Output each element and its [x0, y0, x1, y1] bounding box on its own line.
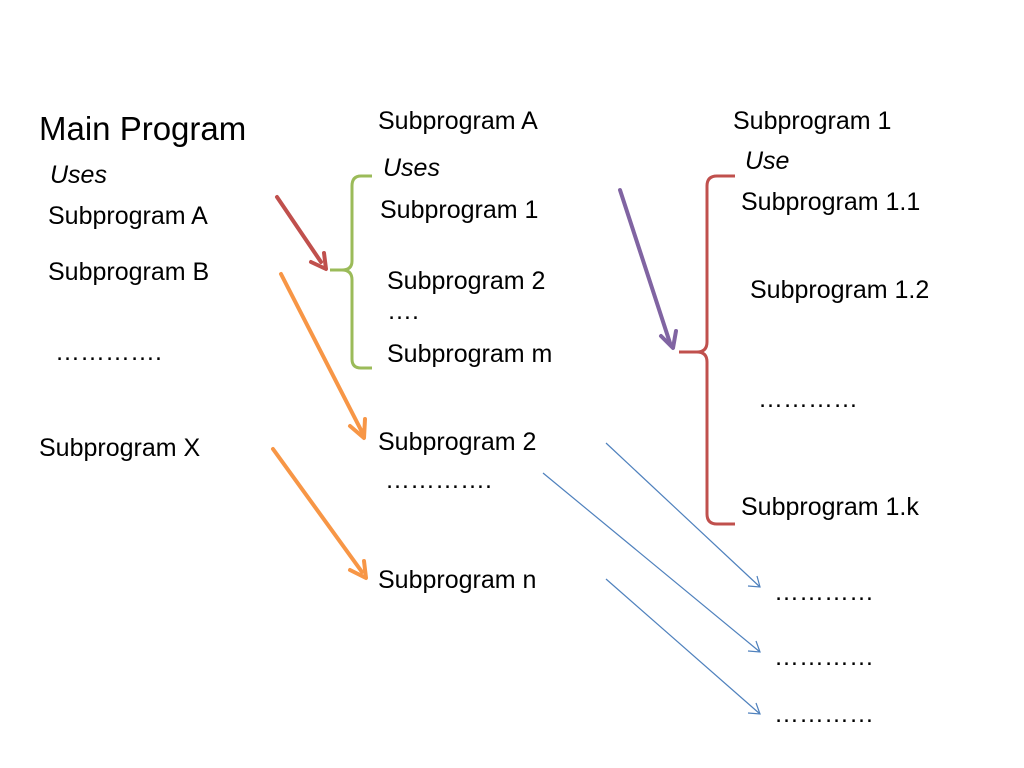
arrow-dots-to-dots-2	[542, 472, 761, 653]
arrow-line	[542, 472, 761, 653]
subprogram-2-label: Subprogram 2	[378, 428, 537, 456]
subprogram-1-title: Subprogram 1	[733, 107, 892, 135]
ellipsis-target-1: …………	[774, 578, 874, 606]
arrow-line	[279, 272, 364, 434]
ellipsis-target-3: …………	[774, 700, 874, 728]
subprogram-1-k: Subprogram 1.k	[741, 493, 919, 521]
subprogram-2-ellipsis: ………….	[385, 466, 492, 494]
red-brace	[679, 174, 735, 526]
main-program-title: Main Program	[39, 110, 247, 147]
arrow-head	[747, 702, 761, 715]
arrow-subprogram-2-to-dots-1	[605, 442, 761, 588]
arrow-head	[659, 329, 678, 350]
arrow-head	[747, 575, 761, 588]
main-subprogram-b: Subprogram B	[48, 258, 210, 286]
green-brace	[330, 174, 372, 370]
arrow-main-b-to-subprogram-2	[279, 272, 367, 440]
subprogram-1-ellipsis: …………	[758, 385, 858, 413]
arrow-line	[271, 447, 364, 574]
arrow-subprogram-n-to-dots-3	[605, 578, 761, 715]
arrow-head	[348, 559, 368, 580]
subprogram-a-sub-1: Subprogram 1	[380, 196, 539, 224]
subprogram-a-sub-m: Subprogram m	[387, 340, 553, 368]
arrow-line	[275, 195, 323, 264]
arrow-head	[747, 640, 761, 653]
subprogram-1-1: Subprogram 1.1	[741, 188, 921, 216]
arrow-main-a-to-subprogram-a	[275, 195, 328, 271]
arrow-subprogram-1-to-subprogram-1-block	[618, 188, 678, 350]
main-uses-label: Uses	[50, 161, 107, 189]
subprogram-1-use-label: Use	[745, 147, 790, 175]
subprogram-a-uses-label: Uses	[383, 154, 440, 182]
subprogram-a-title: Subprogram A	[378, 107, 538, 135]
main-subprogram-a: Subprogram A	[48, 202, 208, 230]
arrow-line	[618, 188, 672, 345]
ellipsis-target-2: …………	[774, 643, 874, 671]
arrow-head	[348, 417, 367, 440]
subprogram-n-label: Subprogram n	[378, 566, 537, 594]
main-ellipsis: ………….	[55, 338, 162, 366]
arrow-line	[605, 578, 761, 715]
subprogram-1-2: Subprogram 1.2	[750, 276, 930, 304]
subprogram-a-sub-2: Subprogram 2	[387, 267, 546, 295]
arrow-head	[309, 251, 328, 271]
subprogram-a-ellipsis: ….	[387, 297, 419, 325]
arrow-line	[605, 442, 761, 588]
main-subprogram-x: Subprogram X	[39, 434, 201, 462]
arrow-main-x-to-subprogram-n	[271, 447, 368, 580]
